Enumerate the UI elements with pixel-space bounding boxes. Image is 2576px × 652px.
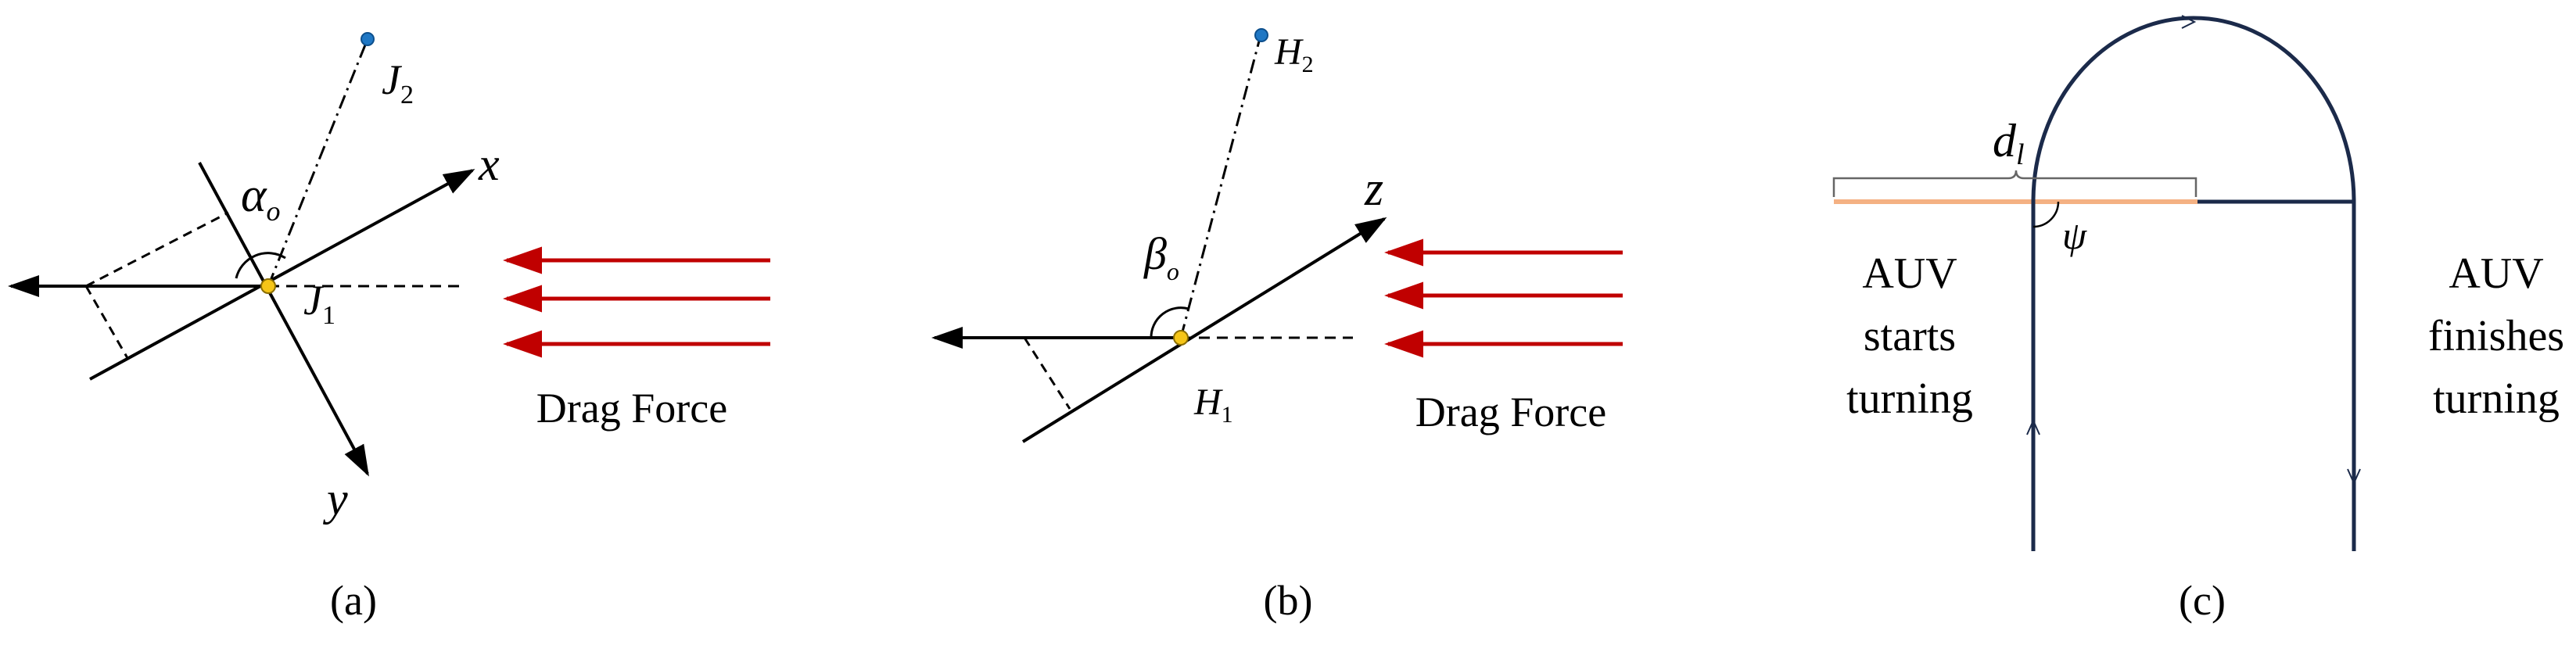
panel-b-H1-point (1173, 330, 1189, 346)
panel-a-label-alpha: αo (241, 169, 281, 227)
panel-c-start-line-1: AUV (1862, 249, 1957, 298)
panel-a-label-x: x (478, 138, 500, 190)
panel-c-arc-direction-arrow (2181, 15, 2197, 29)
panel-c-caption: (c) (2179, 577, 2226, 624)
panel-a-label-y: y (322, 473, 348, 525)
panel-c-psi-arc (2032, 201, 2060, 228)
panel-a-angle-arc (235, 252, 286, 279)
panel-c-turning-arc (2031, 16, 2356, 202)
panel-a-x-axis (89, 169, 475, 381)
panel-a-link-J1-J2 (267, 38, 369, 287)
panel-a-label-J2: J2 (382, 56, 414, 109)
panel-c-start-line-3: turning (1846, 374, 1973, 423)
panel-b-z-axis (1021, 217, 1387, 443)
panel-c-finish-line-1: AUV (2449, 249, 2543, 298)
panel-c-label-d: dl (1993, 115, 2025, 171)
panel-a-J1-point (260, 278, 276, 294)
panel-c: dl ψ AUV starts turning AUV finishes tur… (1832, 15, 2564, 624)
panel-b-H2-point (1254, 28, 1268, 42)
panel-a-drag-label: Drag Force (536, 385, 727, 432)
panel-b-drag-label: Drag Force (1415, 389, 1606, 435)
panel-b-caption: (b) (1264, 577, 1313, 624)
panel-b-label-H2: H2 (1274, 31, 1314, 77)
panel-c-distance-brace (1832, 170, 2197, 197)
panel-b-label-z: z (1364, 163, 1383, 216)
panel-a: J2 J1 x y αo Drag Force (a) (8, 32, 770, 624)
panel-b-label-H1: H1 (1193, 382, 1233, 428)
panel-c-finish-line-3: turning (2433, 374, 2560, 423)
panel-b-angle-arc (1150, 306, 1189, 339)
panel-b-label-beta: βo (1143, 228, 1179, 285)
panel-c-down-arrow (2347, 468, 2361, 485)
panel-c-start-line-2: starts (1864, 312, 1956, 360)
panel-a-y-axis (198, 162, 369, 477)
panel-a-dashed-projection-1 (85, 211, 229, 288)
panel-c-label-psi: ψ (2062, 213, 2087, 257)
panel-a-caption: (a) (330, 577, 377, 624)
panel-a-J2-point (361, 32, 375, 46)
panel-c-up-arrow (2026, 418, 2040, 435)
panel-a-dashed-projection-2 (84, 285, 129, 359)
panel-b: H2 H1 z βo Drag Force (b) (931, 28, 1623, 624)
panel-b-link-H1-H2 (1179, 34, 1262, 339)
panel-c-finish-line-2: finishes (2428, 312, 2564, 360)
panel-b-dashed-projection (1023, 337, 1071, 410)
panel-a-label-J1: J1 (303, 277, 335, 330)
